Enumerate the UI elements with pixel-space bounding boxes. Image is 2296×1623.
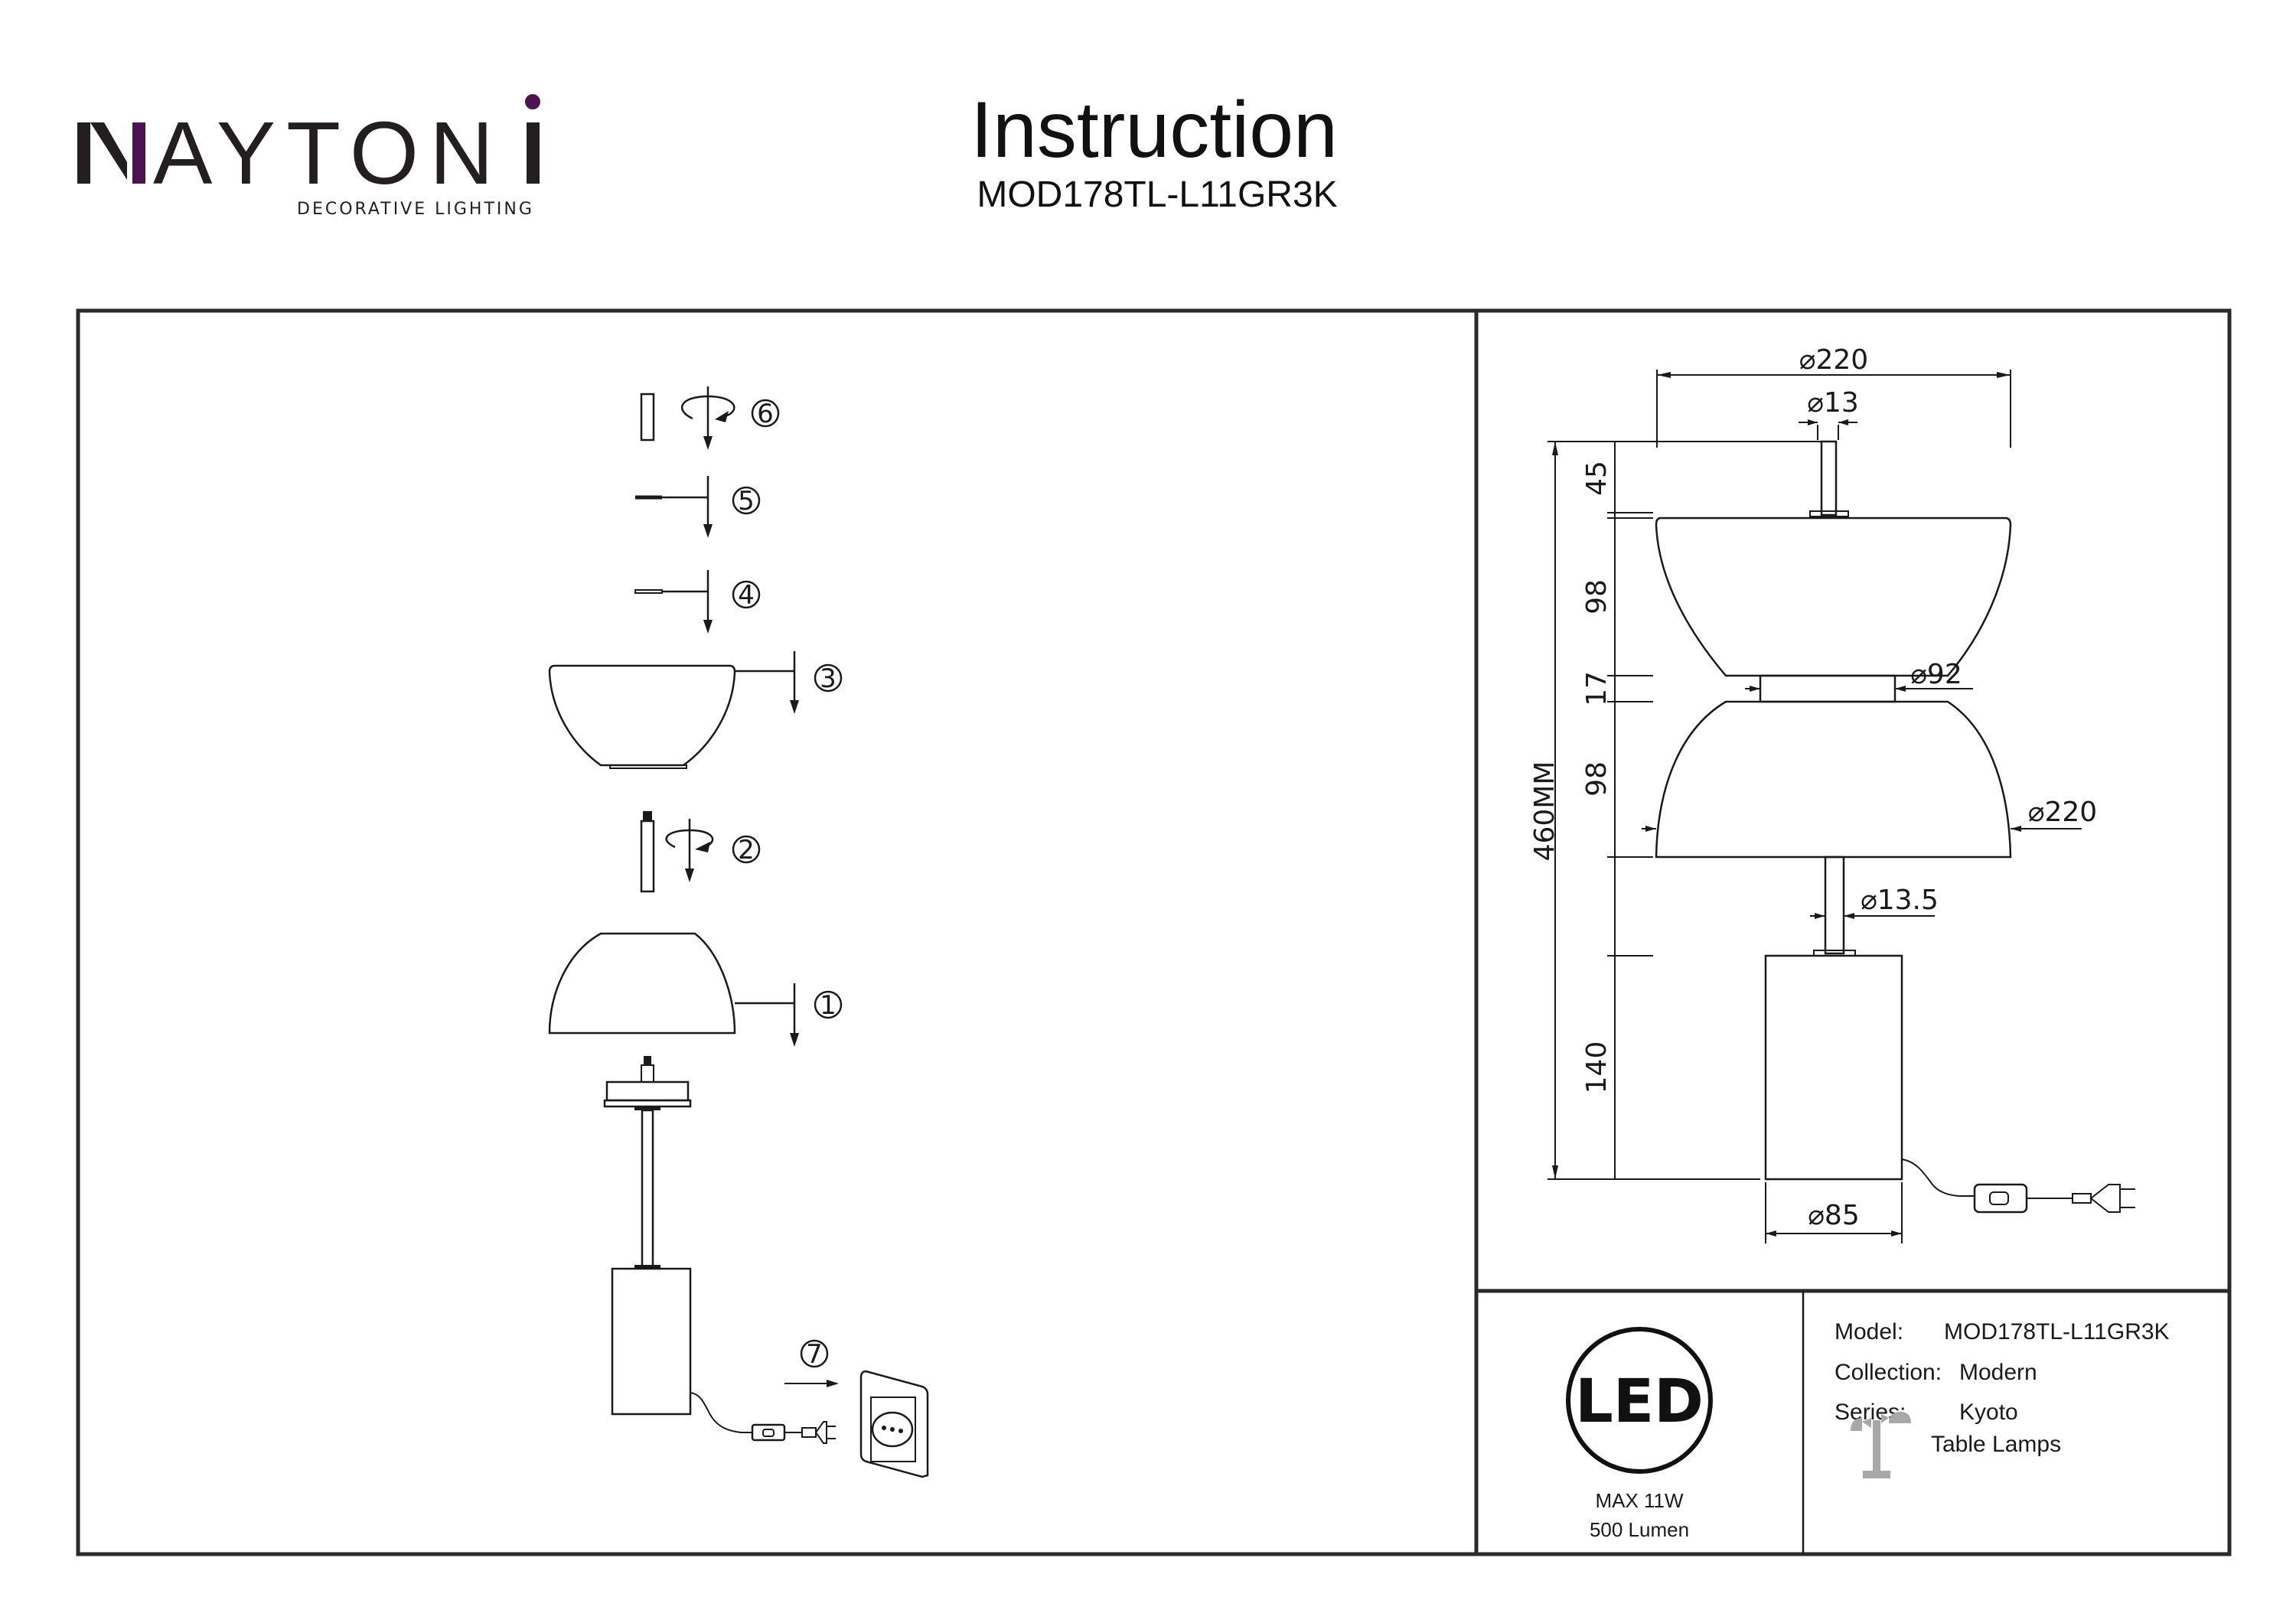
led-panel: LED MAX 11W 500 Lumen xyxy=(1566,1327,1713,1541)
spec-model-label: Model: xyxy=(1835,1319,1903,1344)
spec-series-value: Kyoto xyxy=(1959,1400,2018,1425)
dim-top-diameter: ⌀220 xyxy=(1799,344,1868,376)
frame xyxy=(76,308,2232,1556)
arrow-down-icon xyxy=(703,524,713,538)
page-model: MOD178TL-L11GR3K xyxy=(977,174,1337,215)
step-number: 5 xyxy=(738,486,755,517)
neck-drawing xyxy=(1759,674,1896,703)
logo-letter-m xyxy=(77,122,145,184)
inline-switch xyxy=(751,1423,786,1442)
arrow-down-icon xyxy=(703,436,713,450)
arrow-down-icon xyxy=(790,1033,799,1047)
step-number: 2 xyxy=(738,835,755,865)
led-logo-text: LED xyxy=(1575,1367,1704,1436)
dim-stem-diameter: ⌀13.5 xyxy=(1861,885,1939,916)
step-number: 4 xyxy=(738,580,755,611)
arrow-down-icon xyxy=(790,700,799,714)
dim-total-height: 460MM xyxy=(1529,761,1561,862)
spec-category-value: Table Lamps xyxy=(1931,1432,2061,1457)
logo-dot xyxy=(525,94,540,109)
logo-accent-bar xyxy=(132,122,145,184)
wall-socket-icon xyxy=(859,1370,929,1478)
washer-part xyxy=(634,589,663,594)
spec-panel: Model: MOD178TL-L11GR3K Collection: Mode… xyxy=(1835,1319,2170,1478)
step-7: 7 xyxy=(784,1339,929,1478)
assembly-diagram: 6 5 4 3 xyxy=(548,386,929,1478)
dim-upper-shade-height: 98 xyxy=(1581,579,1613,614)
spec-collection-value: Modern xyxy=(1959,1360,2037,1385)
upper-shade-drawing xyxy=(1655,517,2012,677)
lamp-base-part xyxy=(603,1056,836,1444)
dim-base-height: 140 xyxy=(1581,1041,1613,1094)
led-badge-icon xyxy=(1566,1327,1713,1474)
plug xyxy=(801,1427,817,1438)
step-5: 5 xyxy=(635,476,761,538)
step-number: 7 xyxy=(806,1339,823,1370)
rotate-icon xyxy=(680,395,735,420)
power-cable xyxy=(690,1392,752,1433)
dim-lower-shade-diameter: ⌀220 xyxy=(2028,797,2097,828)
upper-shade-part xyxy=(548,664,736,767)
dim-neck-diameter: ⌀92 xyxy=(1910,659,1962,690)
arrow-down-icon xyxy=(685,869,694,882)
dim-finial-diameter: ⌀13 xyxy=(1807,387,1858,419)
brand-tagline: DECORATIVE LIGHTING xyxy=(297,200,534,219)
dim-neck-height: 17 xyxy=(1581,671,1613,706)
step-3: 3 xyxy=(548,651,843,769)
arrow-right-icon xyxy=(827,1380,839,1387)
inline-switch-drawing xyxy=(1973,1183,2028,1214)
connecting-rod-part xyxy=(640,820,655,893)
step-number: 6 xyxy=(757,399,774,429)
step-1: 1 xyxy=(548,932,843,1047)
luminous-flux: 500 Lumen xyxy=(1590,1518,1689,1541)
base-drawing xyxy=(1764,954,1903,1181)
lower-shade-drawing xyxy=(1655,700,2012,859)
dim-finial-height: 45 xyxy=(1581,461,1613,496)
finial-part xyxy=(640,393,655,442)
dim-base-diameter: ⌀85 xyxy=(1808,1200,1859,1231)
lower-shade-part xyxy=(548,932,736,1035)
step-number: 3 xyxy=(820,663,837,694)
spec-model-value: MOD178TL-L11GR3K xyxy=(1944,1319,2170,1344)
brand-logo: AYTON DECORATIVE LIGHTING xyxy=(77,94,540,219)
step-4: 4 xyxy=(634,570,761,634)
step-6: 6 xyxy=(640,386,780,450)
table-lamp-icon xyxy=(1851,1412,1911,1478)
rotate-icon xyxy=(665,829,714,849)
step-2: 2 xyxy=(640,811,761,893)
max-power: MAX 11W xyxy=(1595,1489,1684,1512)
dimension-drawing: ⌀220 ⌀13 xyxy=(1529,344,2135,1243)
logo-letter-i xyxy=(527,122,540,184)
spec-collection-label: Collection: xyxy=(1835,1360,1942,1385)
page-title: Instruction xyxy=(970,86,1338,174)
dim-lower-shade-height: 98 xyxy=(1581,761,1613,797)
step-number: 1 xyxy=(820,990,837,1021)
brand-name: AYTON xyxy=(153,103,504,203)
arrow-down-icon xyxy=(703,620,713,634)
